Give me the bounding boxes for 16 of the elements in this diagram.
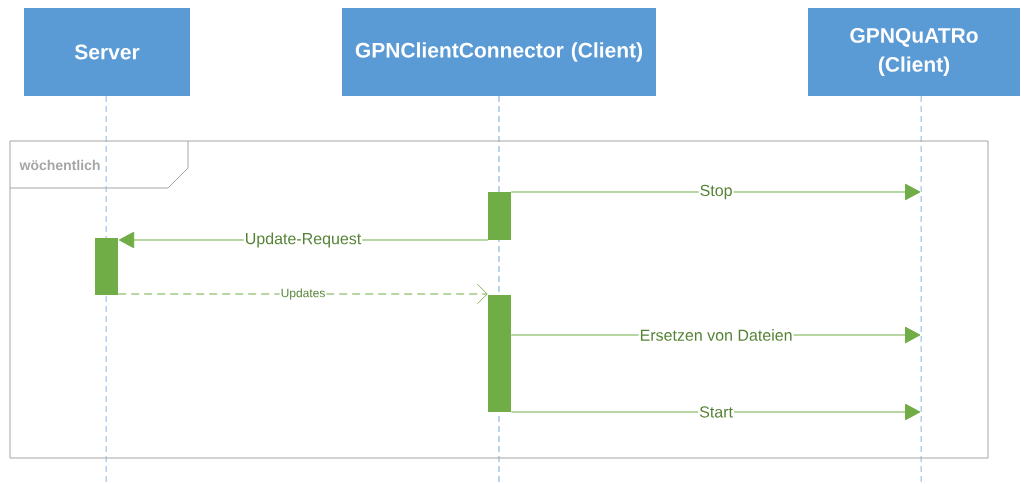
activation-bar <box>488 295 511 412</box>
message-label: Start <box>698 405 734 419</box>
message-arrow <box>117 283 488 305</box>
lifeline <box>920 95 922 484</box>
lifeline-head: Server <box>24 8 190 96</box>
message-label: Update-Request <box>243 231 363 249</box>
activation-bar <box>488 192 511 240</box>
message-arrow <box>510 403 921 421</box>
lifeline <box>105 95 107 484</box>
message-label: Ersetzen von Dateien <box>638 328 794 342</box>
activation-bar <box>95 238 118 295</box>
message-label: Stop <box>698 183 734 201</box>
message-label: Updates <box>279 287 327 301</box>
lifeline-head: GPNQuATRo (Client) <box>808 8 1020 96</box>
lifeline-head: GPNClientConnector (Client) <box>342 8 656 96</box>
message-arrow <box>510 183 921 201</box>
